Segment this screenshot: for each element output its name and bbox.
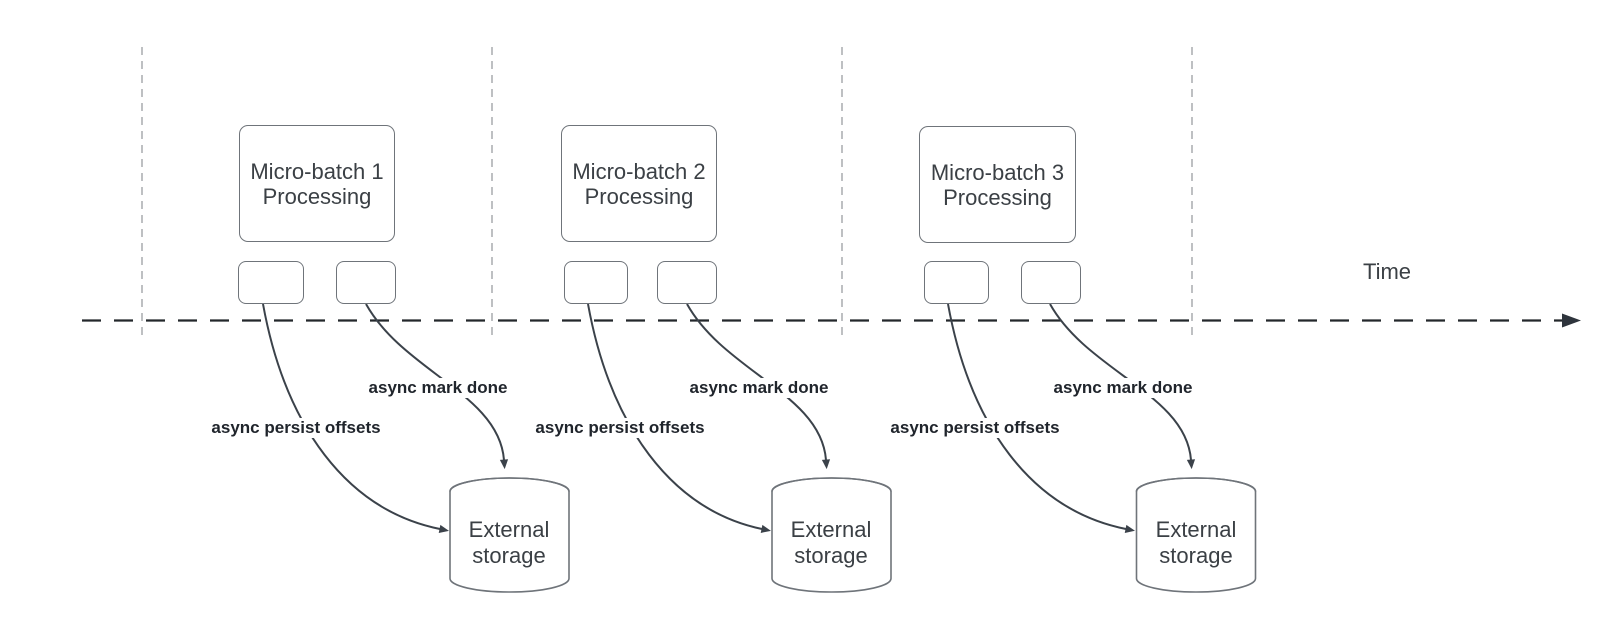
persist-offsets-arrow-3	[947, 303, 1135, 533]
persist-offsets-label-2: async persist offsets	[532, 418, 708, 438]
storage-label-1: External storage	[468, 517, 550, 568]
persist-task-box-1	[238, 261, 304, 304]
mark-done-label-2: async mark done	[686, 378, 832, 398]
persist-task-box-3	[924, 261, 989, 304]
time-axis-arrowhead-icon	[1562, 313, 1581, 328]
storage-cylinder-2	[771, 477, 892, 593]
micro-batch-2-box: Micro-batch 2 Processing	[561, 125, 717, 242]
mark-done-label-3: async mark done	[1050, 378, 1196, 398]
storage-label-3: External storage	[1155, 517, 1237, 568]
storage-label-2: External storage	[790, 517, 872, 568]
mark-done-label-1: async mark done	[365, 378, 511, 398]
done-task-box-3	[1021, 261, 1081, 304]
micro-batch-3-box: Micro-batch 3 Processing	[919, 126, 1076, 243]
micro-batch-1-box: Micro-batch 1 Processing	[239, 125, 395, 242]
persist-task-box-2	[564, 261, 628, 304]
persist-offsets-label-3: async persist offsets	[887, 418, 1063, 438]
storage-cylinder-3	[1135, 477, 1257, 593]
persist-offsets-arrow-1	[262, 303, 449, 533]
time-label: Time	[1362, 259, 1412, 284]
done-task-box-1	[336, 261, 396, 304]
persist-offsets-arrow-2	[587, 303, 771, 533]
persist-offsets-label-1: async persist offsets	[208, 418, 384, 438]
done-task-box-2	[657, 261, 717, 304]
storage-cylinder-1	[449, 477, 570, 593]
